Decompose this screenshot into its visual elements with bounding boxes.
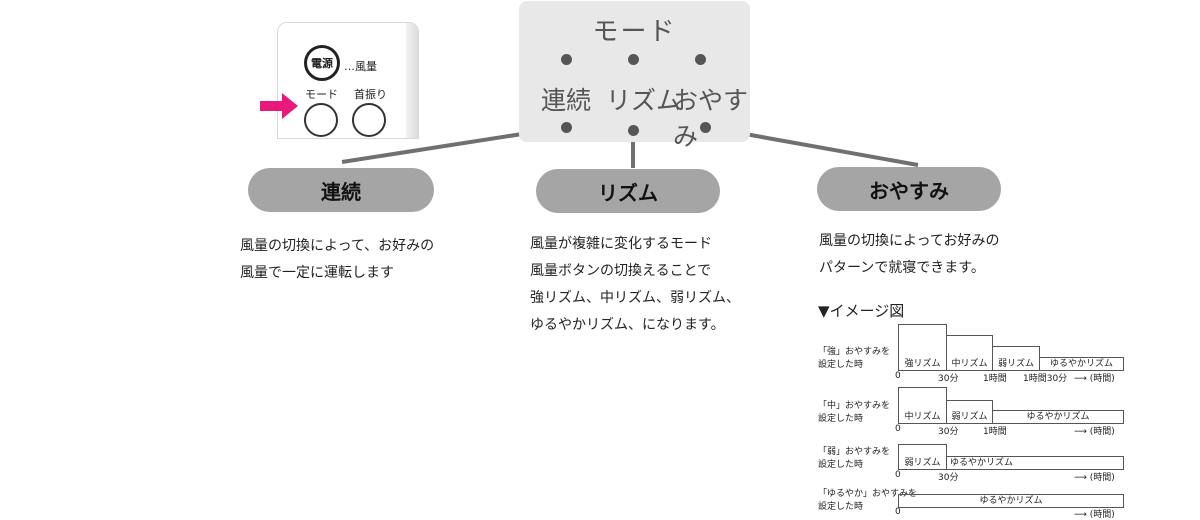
- chart-label: 「強」おやすみを設定した時: [818, 347, 891, 370]
- chart-label: 「弱」おやすみを設定した時: [818, 447, 891, 470]
- segment-gentle: ゆるやかリズム: [992, 410, 1124, 423]
- segment-medium: 中リズム: [946, 335, 993, 370]
- mode-button-label: モード: [305, 88, 338, 101]
- anchor-dot-rhythm: [628, 125, 639, 136]
- segment-weak: 弱リズム: [946, 400, 993, 423]
- remote-control: 電源 …風量 モード 首振り: [277, 22, 419, 139]
- swing-button-label: 首振り: [354, 88, 387, 101]
- panel-mode-rhythm: リズム: [606, 86, 682, 115]
- sleep-chart-weak: 「弱」おやすみを設定した時 弱リズム ゆるやかリズム 0 30分 ⟶ (時間): [818, 432, 1138, 483]
- pill-continuous: 連続: [248, 168, 434, 212]
- sleep-chart-medium: 「中」おやすみを設定した時 中リズム 弱リズム ゆるやかリズム 0 30分 1時…: [818, 378, 1138, 437]
- anchor-dot-sleep: [700, 122, 711, 133]
- chart-label: 「ゆるやか」おやすみを設定した時: [818, 489, 918, 512]
- pill-sleep: おやすみ: [817, 167, 1001, 211]
- chart-label: 「中」おやすみを設定した時: [818, 401, 891, 424]
- panel-title: モード: [592, 17, 677, 47]
- segment-medium: 中リズム: [898, 387, 947, 423]
- panel-mode-sleep: おやすみ: [673, 86, 749, 151]
- indicator-dot-continuous: [561, 54, 572, 65]
- segment-gentle: ゆるやかリズム: [898, 494, 1124, 507]
- mode-button[interactable]: [304, 103, 338, 137]
- segment-gentle: ゆるやかリズム: [946, 456, 1124, 469]
- sleep-chart-gentle: 「ゆるやか」おやすみを設定した時 ゆるやかリズム 0 ⟶ (時間): [818, 486, 1138, 520]
- pill-rhythm: リズム: [536, 169, 720, 213]
- swing-button[interactable]: [352, 103, 386, 137]
- segment-strong: 強リズム: [898, 324, 947, 370]
- anchor-dot-continuous: [561, 122, 572, 133]
- indicator-dot-sleep: [695, 54, 706, 65]
- power-desc: …風量: [344, 60, 377, 73]
- indicator-dot-rhythm: [628, 54, 639, 65]
- desc-rhythm: 風量が複雑に変化するモード 風量ボタンの切換えることで 強リズム、中リズム、弱リ…: [530, 236, 740, 333]
- desc-continuous: 風量の切換によって、お好みの 風量で一定に運転します: [240, 238, 435, 281]
- desc-sleep: 風量の切換によってお好みの パターンで就寝できます。: [819, 233, 1000, 276]
- image-title: ▼イメージ図: [818, 302, 905, 320]
- panel-mode-continuous: 連続: [541, 86, 592, 115]
- power-button[interactable]: 電源: [304, 45, 340, 81]
- mode-panel: モード 連続 リズム おやすみ: [519, 1, 750, 151]
- pointer-arrow-icon: [260, 93, 298, 119]
- power-label: 電源: [311, 57, 333, 70]
- segment-weak: 弱リズム: [992, 346, 1040, 370]
- segment-gentle: ゆるやかリズム: [1039, 357, 1124, 370]
- sleep-chart-strong: 「強」おやすみを設定した時 強リズム 中リズム 弱リズム ゆるやかリズム 0 3…: [818, 322, 1138, 384]
- segment-weak: 弱リズム: [898, 444, 947, 469]
